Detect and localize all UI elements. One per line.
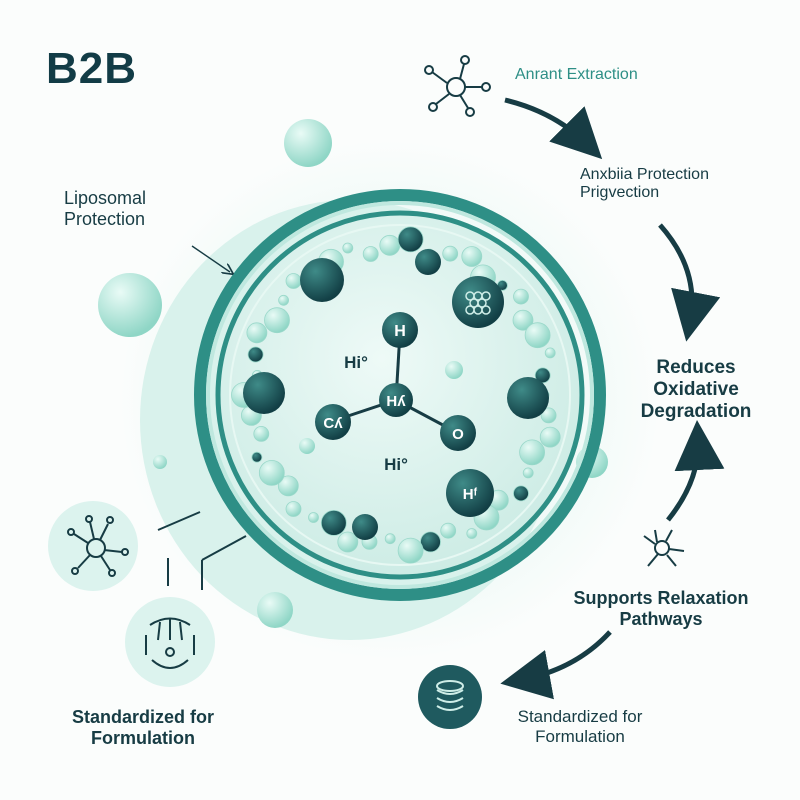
label-standardized-right-line2: Formulation — [535, 726, 625, 746]
liposome-bubble — [442, 245, 459, 262]
dark-bubble — [243, 372, 285, 414]
floating-bubble — [284, 119, 332, 167]
label-antioxidant-line1: Anxbiia Protection — [580, 166, 709, 183]
dark-bubble — [446, 469, 494, 517]
molecule-network-icon — [424, 55, 491, 117]
liposome-bubble — [397, 537, 424, 564]
atom-right — [440, 415, 476, 451]
flow-arrow-extraction — [504, 97, 603, 160]
label-supports-line1: Supports Relaxation — [573, 588, 749, 608]
liposome-bubble — [253, 425, 270, 442]
connector-lines — [157, 511, 247, 590]
label-standardized-left-line1: Standardized for — [71, 707, 214, 727]
liposome-bubble — [524, 322, 551, 349]
page-title: B2B — [46, 44, 138, 93]
label-liposomal-line1: Liposomal — [64, 188, 147, 208]
liposome-bubble — [285, 273, 302, 289]
liposome-bubble — [420, 531, 441, 553]
dark-bubble — [415, 249, 441, 275]
label-liposomal-protection: Liposomal Protection — [64, 188, 146, 229]
label-liposomal-line2: Protection — [64, 208, 146, 229]
flow-arrow-antioxidant — [658, 223, 721, 342]
liposome-bubble — [308, 512, 319, 523]
liposome-bubble — [285, 501, 302, 517]
liposome-bubble — [397, 226, 424, 253]
liposome-bubble — [247, 346, 264, 363]
label-standardized-left: Standardized for Formulation — [58, 707, 228, 748]
atom-top — [382, 312, 418, 348]
liposome-bubble — [534, 367, 551, 384]
molecule-cluster-icon — [465, 291, 491, 315]
floating-bubble — [98, 273, 162, 337]
label-reduces-line3: Degradation — [640, 400, 752, 422]
atom-left — [315, 404, 351, 440]
liposome-bubble — [522, 467, 534, 479]
floating-atom-lower: Hi° — [384, 455, 408, 474]
neuron-icon — [643, 529, 685, 567]
label-reduces-line2: Oxidative — [653, 378, 739, 400]
liposome-bubble — [277, 475, 299, 497]
label-antioxidant-line2: Prigvection — [580, 184, 660, 202]
liposome-bubble — [540, 407, 557, 424]
label-extraction: Anrant Extraction — [515, 66, 638, 83]
liposome-bubble — [539, 426, 561, 448]
liposome-bubble — [461, 246, 483, 267]
dark-bubble — [352, 514, 378, 540]
dark-bubble — [507, 377, 549, 419]
liposome-bubble-ring — [231, 226, 561, 564]
liposome-bubble — [246, 322, 268, 344]
liposome-bubble — [264, 307, 290, 334]
liposome-bubble — [251, 451, 263, 463]
neuron-network-badge — [48, 501, 138, 591]
liposome-bubble — [258, 459, 285, 486]
liposome-bubble — [440, 522, 457, 539]
dish-outer-ring — [194, 189, 606, 601]
dark-bubble-label: Hᶠ — [463, 486, 478, 503]
atom-top-label: H — [394, 323, 406, 340]
floating-bubble — [445, 361, 463, 379]
dna-hand-icon — [145, 617, 195, 669]
label-reduces-oxidative-degradation: Reduces Oxidative Degradation — [636, 357, 756, 423]
liposome-bubble — [513, 288, 529, 305]
dna-hand-badge — [125, 597, 215, 687]
atom-left-label: Cʎ — [323, 415, 343, 432]
label-standardized-right-line1: Standardized for — [517, 707, 643, 726]
floating-bubble — [299, 438, 315, 454]
label-standardized-right: Standardized for Formulation — [500, 707, 660, 746]
atom-center-label: Hʎ — [386, 393, 406, 410]
liposome-bubble — [320, 510, 347, 536]
label-standardized-left-line2: Formulation — [91, 727, 195, 748]
label-antioxidant-protection: Anxbiia Protection Prigvection — [580, 166, 709, 203]
liposome-bubble — [337, 531, 359, 553]
liposome-bubble — [466, 528, 478, 539]
floating-atom-upper: Hi° — [344, 353, 368, 372]
liposome-bubble — [384, 533, 396, 545]
liposome-bubble — [379, 234, 401, 256]
liposomal-pointer — [191, 245, 230, 272]
neuron-network-icon — [67, 515, 129, 577]
flow-arrow-supports — [666, 420, 725, 522]
liposome-bubble — [519, 439, 545, 466]
liposome-bubble — [513, 485, 529, 502]
dark-bubble — [300, 258, 344, 302]
liposome-bubble — [512, 309, 534, 331]
floating-bubble — [153, 455, 167, 469]
floating-bubble — [257, 592, 293, 628]
dish-outer-highlight — [206, 201, 594, 589]
label-reduces-line1: Reduces — [656, 357, 736, 378]
liposome-bubble — [278, 294, 290, 306]
atom-right-label: O — [452, 426, 464, 443]
layered-disc-icon — [418, 665, 482, 729]
liposome-bubble — [342, 242, 354, 254]
layered-disc-detail — [436, 680, 464, 711]
liposome-bubble — [362, 246, 379, 262]
dish-inner-highlight — [229, 224, 571, 566]
liposome-bubble — [544, 347, 556, 359]
label-supports-relaxation: Supports Relaxation Pathways — [566, 588, 756, 629]
atom-center — [379, 383, 413, 417]
label-supports-line2: Pathways — [619, 608, 703, 629]
flow-arrow-standardized — [500, 630, 612, 700]
